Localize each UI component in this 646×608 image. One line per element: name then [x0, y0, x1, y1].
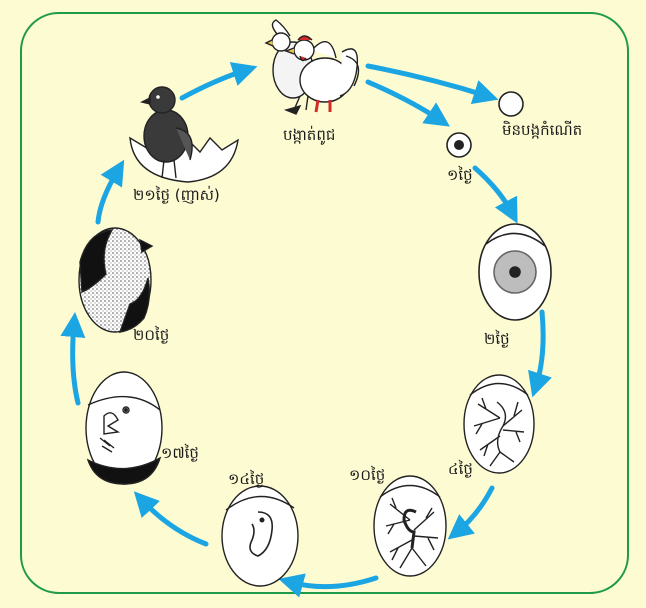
- arrow-day17-to-day20: [60, 312, 86, 406]
- arrow-breeding-to-unfertilized: [365, 63, 499, 105]
- day14-egg: [221, 485, 299, 587]
- day10-egg: [373, 475, 447, 577]
- breeding-label: បង្កាត់ពូជ: [283, 125, 335, 145]
- hatched-chick-illustration: [129, 86, 239, 183]
- arrow-day20-to-day21: [95, 159, 125, 225]
- day4-egg: [463, 374, 535, 474]
- arrow-day14-to-day17: [133, 491, 209, 547]
- day2-label: ២ថ្ងៃ: [484, 329, 510, 348]
- day14-label: ១៤ថ្ងៃ: [228, 469, 264, 488]
- arrow-day1-to-day2: [472, 165, 518, 224]
- green-frame: [20, 12, 629, 594]
- day20-label: ២០ថ្ងៃ: [133, 325, 169, 344]
- arrow-breeding-to-day1: [365, 79, 450, 127]
- unfertilized-label: មិនបង្កកំណើត: [502, 120, 582, 139]
- day20-egg: [78, 227, 154, 333]
- arrow-day10-to-day14: [278, 573, 379, 598]
- day4-label: ៤ថ្ងៃ: [448, 459, 473, 478]
- arrow-day2-to-day4: [528, 309, 552, 398]
- day2-egg: [478, 223, 552, 321]
- day1-label: ១ថ្ងៃ: [447, 165, 473, 184]
- day1-egg: [446, 132, 472, 158]
- day21-label: ២១ថ្ងៃ (ញាស់): [133, 185, 220, 204]
- day17-egg: [85, 371, 163, 485]
- hen-and-rooster-illustration: [264, 19, 360, 115]
- unfertilized-egg: [498, 91, 524, 117]
- arrow-day4-to-day10: [447, 485, 495, 540]
- arrow-day21-to-breeding: [179, 62, 258, 101]
- day17-label: ១៧ថ្ងៃ: [161, 443, 199, 462]
- cycle-arrows: [60, 62, 552, 598]
- day10-label: ១០ថ្ងៃ: [349, 465, 385, 484]
